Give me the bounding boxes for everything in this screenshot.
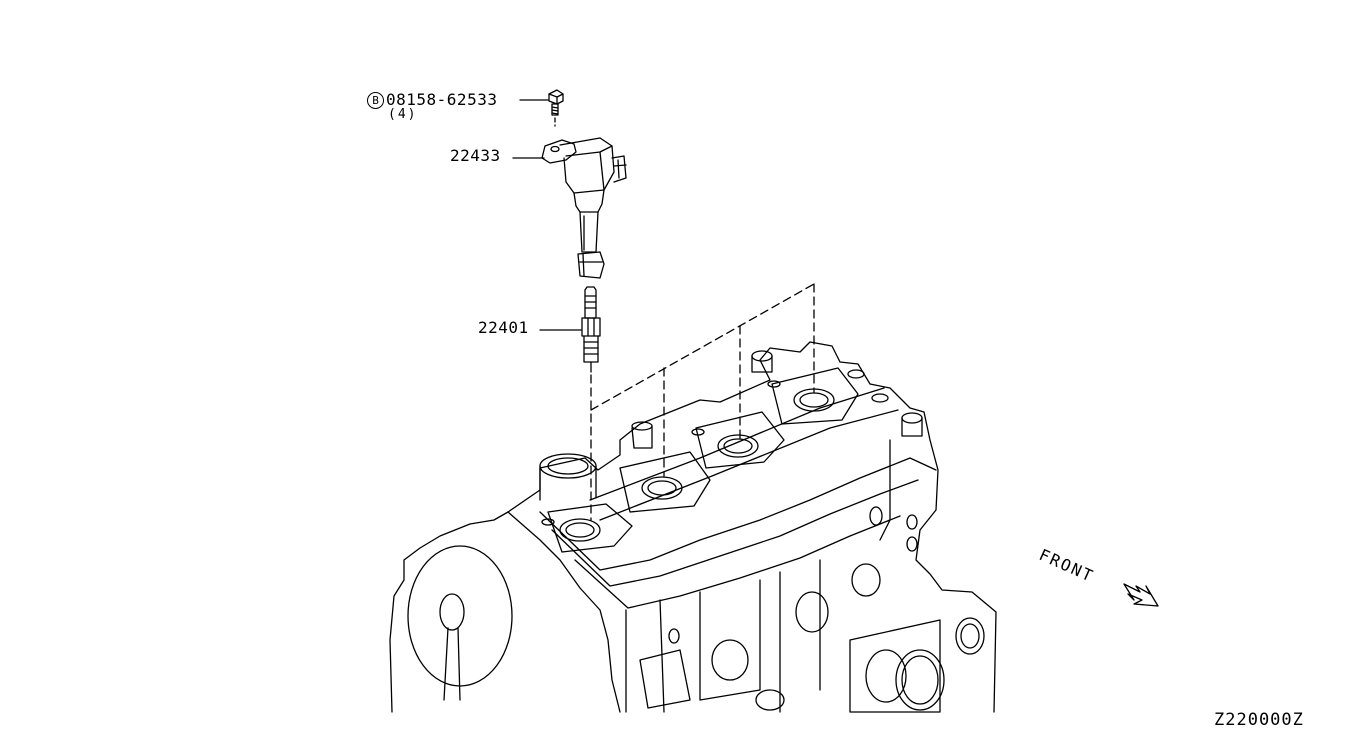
ignition-coil-part-number: 22433	[450, 146, 501, 165]
bolt-part-number: 08158-62533	[386, 90, 498, 109]
bolt-icon	[548, 89, 564, 127]
spark-plug-part-number: 22401	[478, 318, 529, 337]
ignition-coil-icon	[541, 137, 627, 279]
engine-cylinder-head-icon	[389, 341, 997, 713]
front-arrow-icon	[1123, 583, 1159, 607]
leader-lines	[512, 99, 582, 331]
dashed-assembly-lines	[590, 283, 815, 521]
diagram-code: Z220000Z	[1214, 710, 1304, 730]
bolt-prefix-circle: B	[367, 92, 384, 109]
bolt-quantity: (4)	[388, 107, 418, 122]
spark-plug-icon	[581, 286, 601, 373]
